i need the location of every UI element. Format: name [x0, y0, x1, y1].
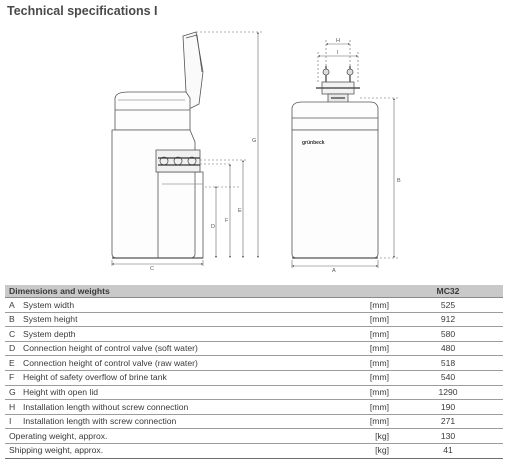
row-label: Installation length without screw connec…	[23, 399, 323, 415]
row-letter: G	[5, 385, 23, 401]
row-letter: D	[5, 341, 23, 357]
row-label: System width	[23, 297, 323, 313]
label-f: F	[225, 218, 229, 224]
table-header-model: MC32	[393, 285, 503, 298]
row-letter: C	[5, 326, 23, 342]
row-letter: H	[5, 399, 23, 415]
row-label: System depth	[23, 326, 323, 342]
row-label: Operating weight, approx.	[5, 428, 323, 444]
row-label: Connection height of control valve (soft…	[23, 341, 323, 357]
row-value: 540	[393, 370, 503, 386]
label-e: E	[238, 208, 242, 214]
row-value: 912	[393, 312, 503, 328]
label-c: C	[150, 266, 154, 272]
side-view-labels: G E F D C	[150, 138, 256, 272]
label-d: D	[211, 224, 215, 230]
side-view-drawing	[111, 31, 204, 259]
brand-logo: grünbeck	[302, 140, 325, 146]
row-value: 480	[393, 341, 503, 357]
label-g: G	[252, 138, 256, 144]
table-header-row: Dimensions and weights MC32	[5, 285, 503, 298]
row-value: 1290	[393, 385, 503, 401]
table-row: Operating weight, approx.[kg]130	[5, 428, 503, 444]
front-view-labels: H I B A	[332, 38, 401, 272]
row-letter: B	[5, 312, 23, 328]
label-a: A	[332, 268, 336, 272]
row-letter: F	[5, 370, 23, 386]
row-label: Height of safety overflow of brine tank	[23, 370, 323, 386]
row-unit: [kg]	[323, 443, 393, 459]
row-value: 130	[393, 428, 503, 444]
front-view-drawing	[291, 66, 379, 259]
row-unit: [mm]	[323, 341, 393, 357]
front-view-dimensions	[291, 40, 398, 268]
technical-drawings: G E F D C grünbeck H	[111, 31, 401, 272]
row-value: 580	[393, 326, 503, 342]
page-title: Technical specifications I	[7, 4, 158, 18]
row-unit: [mm]	[323, 297, 393, 313]
row-value: 518	[393, 355, 503, 371]
row-value: 271	[393, 414, 503, 430]
row-unit: [mm]	[323, 399, 393, 415]
row-label: System height	[23, 312, 323, 328]
row-label: Installation length with screw connectio…	[23, 414, 323, 430]
row-value: 190	[393, 399, 503, 415]
table-header-title: Dimensions and weights	[5, 285, 393, 298]
row-letter: E	[5, 355, 23, 371]
row-value: 525	[393, 297, 503, 313]
row-unit: [mm]	[323, 414, 393, 430]
row-label: Height with open lid	[23, 385, 323, 401]
label-h: H	[336, 38, 340, 44]
row-unit: [mm]	[323, 370, 393, 386]
side-view-dimensions	[111, 31, 262, 266]
table-row: Shipping weight, approx.[kg]41	[5, 443, 503, 459]
row-unit: [mm]	[323, 326, 393, 342]
row-unit: [kg]	[323, 428, 393, 444]
row-letter: A	[5, 297, 23, 313]
row-letter: I	[5, 414, 23, 430]
label-b: B	[397, 178, 401, 184]
row-unit: [mm]	[323, 385, 393, 401]
row-label: Connection height of control valve (raw …	[23, 355, 323, 371]
row-unit: [mm]	[323, 355, 393, 371]
label-i: I	[337, 50, 339, 56]
row-value: 41	[393, 443, 503, 459]
row-unit: [mm]	[323, 312, 393, 328]
row-label: Shipping weight, approx.	[5, 443, 323, 459]
